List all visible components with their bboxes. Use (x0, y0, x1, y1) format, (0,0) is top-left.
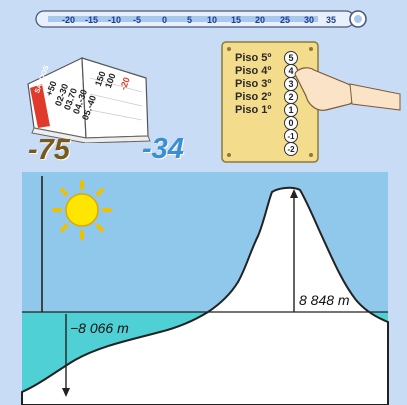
button-label: -1 (287, 132, 295, 141)
amount-right: -34 (142, 133, 184, 165)
thermometer-tick: 35 (326, 15, 337, 25)
mountain-height-label: 8 848 m (299, 292, 350, 308)
button-label: 0 (288, 118, 293, 128)
thermometer-tick: -10 (108, 15, 122, 25)
thermometer-tick: 30 (304, 15, 315, 25)
thermometer-tick: -20 (62, 15, 76, 25)
floor-label: Piso 2º (235, 91, 272, 103)
thermometer-tick: 15 (231, 15, 242, 25)
pointing-hand-icon (294, 67, 356, 111)
thermometer-tick: 10 (207, 15, 218, 25)
sea-depth-label: −8 066 m (70, 320, 129, 336)
button-label: 3 (288, 79, 293, 89)
thermometer (35, 10, 367, 28)
button-label: 4 (288, 66, 293, 76)
floor-label: Piso 5º (235, 52, 272, 64)
sun-icon (52, 180, 112, 240)
elevator-buttons: 5 4 3 2 1 0 -1 -2 (284, 51, 401, 156)
button-label: 1 (288, 105, 293, 115)
thermometer-tick: 5 (187, 15, 193, 25)
button-label: 2 (288, 92, 293, 102)
thermometer-tick: -5 (133, 15, 142, 25)
ledger-book (27, 57, 151, 143)
thermometer-tick: 25 (280, 15, 291, 25)
terrain (21, 186, 389, 405)
button-minus-2: -2 (284, 142, 298, 156)
thermometer-tick: 0 (162, 15, 168, 25)
button-label: 5 (288, 53, 293, 63)
thermometer-tick: -15 (85, 15, 99, 25)
floor-label: Piso 1º (235, 104, 272, 116)
button-label: -2 (287, 145, 295, 154)
amount-left: -75 (28, 134, 70, 166)
thermometer-tick: 20 (255, 15, 266, 25)
floor-label: Piso 4º (235, 65, 272, 77)
floor-label: Piso 3º (235, 78, 272, 90)
